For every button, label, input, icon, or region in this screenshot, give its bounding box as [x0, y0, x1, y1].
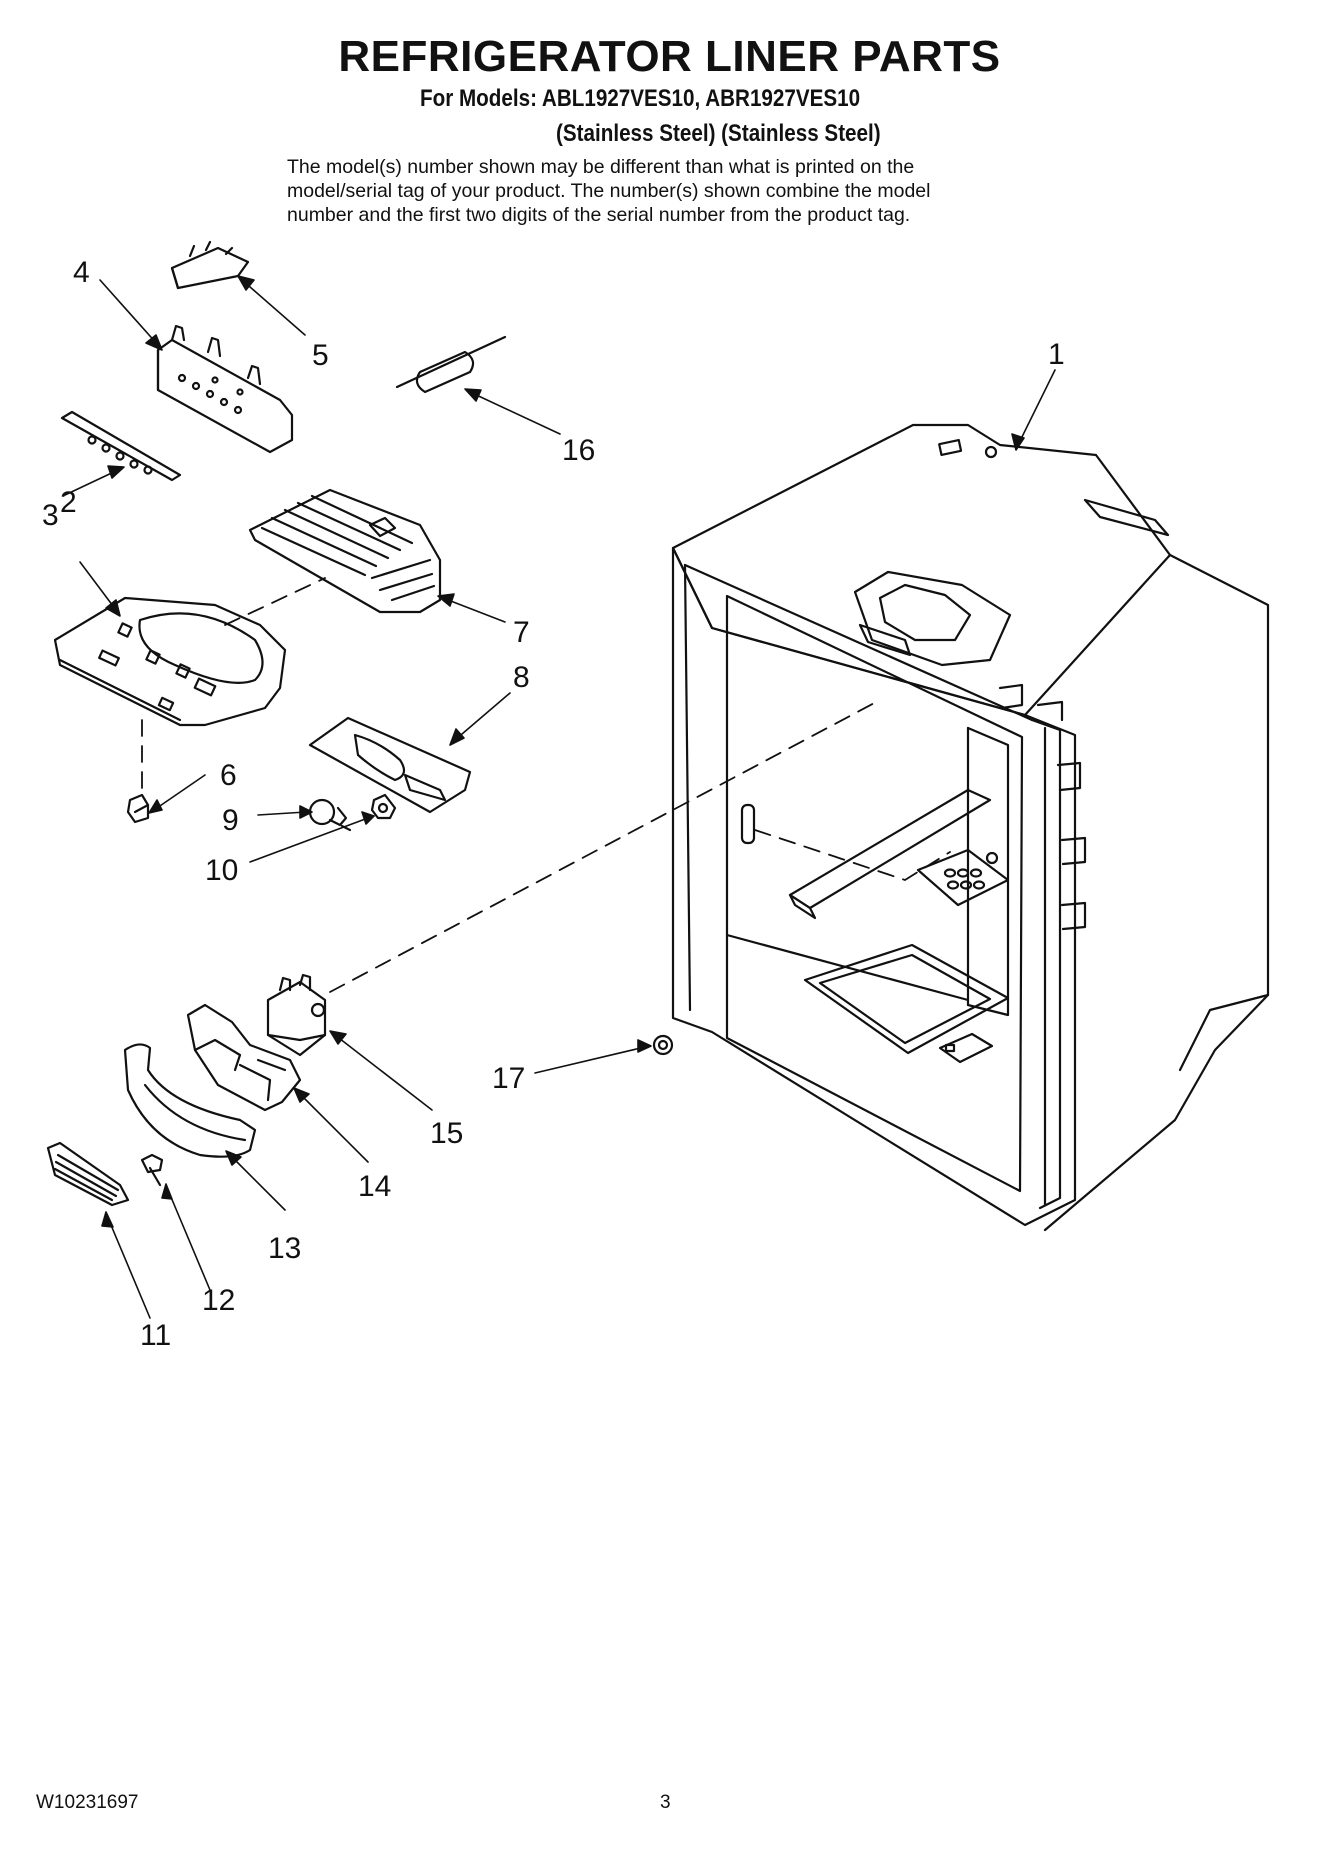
part-10-light-socket [370, 793, 397, 820]
part-9-bulb [308, 798, 352, 832]
part-15-water-valve [266, 973, 327, 1057]
disclaimer-line: model/serial tag of your product. The nu… [287, 180, 931, 202]
callout-16: 16 [562, 434, 595, 467]
callout-17: 17 [492, 1062, 525, 1095]
disclaimer-line: The model(s) number shown may be differe… [287, 156, 915, 178]
page-number: 3 [660, 1792, 671, 1813]
disclaimer-line: number and the first two digits of the s… [287, 204, 911, 226]
callout-14: 14 [358, 1170, 391, 1203]
callout-15: 15 [430, 1117, 463, 1150]
refrigerator-liner [671, 423, 1270, 1232]
document-number: W10231697 [36, 1792, 139, 1813]
part-12-screw [140, 1153, 164, 1187]
part-6-switch [126, 793, 150, 824]
callout-13: 13 [268, 1232, 301, 1265]
model-numbers: For Models: ABL1927VES10, ABR1927VES10 [420, 85, 861, 112]
callout-10: 10 [205, 854, 238, 887]
callout-9: 9 [222, 804, 239, 837]
callout-8: 8 [513, 661, 530, 694]
callout-11: 11 [140, 1319, 171, 1352]
leader-arrows [64, 275, 1056, 1319]
part-2-control-cover [53, 596, 287, 727]
callout-6: 6 [220, 759, 237, 792]
assembly-lines [141, 577, 951, 993]
callout-4: 4 [73, 256, 90, 289]
callout-7: 7 [513, 616, 530, 649]
part-17-plug [652, 1034, 674, 1056]
callout-5: 5 [312, 339, 329, 372]
part-4-control-housing [156, 324, 294, 454]
part-3-overlay [60, 410, 182, 482]
part-5-rail [170, 240, 250, 290]
page-title: REFRIGERATOR LINER PARTS [338, 32, 1001, 81]
model-disclaimer: The model(s) number shown may be differe… [287, 155, 1087, 227]
model-finish: (Stainless Steel) (Stainless Steel) [556, 120, 881, 147]
callout-2: 2 [60, 486, 77, 519]
part-8-light-shield [308, 716, 472, 814]
part-16-thermistor [395, 335, 507, 394]
callout-12: 12 [202, 1284, 235, 1317]
part-7-vent-cover [248, 488, 442, 614]
callout-1: 1 [1048, 338, 1065, 371]
part-13-dispenser-trim [123, 1043, 257, 1158]
callout-3: 3 [42, 499, 59, 532]
part-11-grille [46, 1141, 130, 1207]
part-14-dispenser-housing [186, 1003, 302, 1112]
